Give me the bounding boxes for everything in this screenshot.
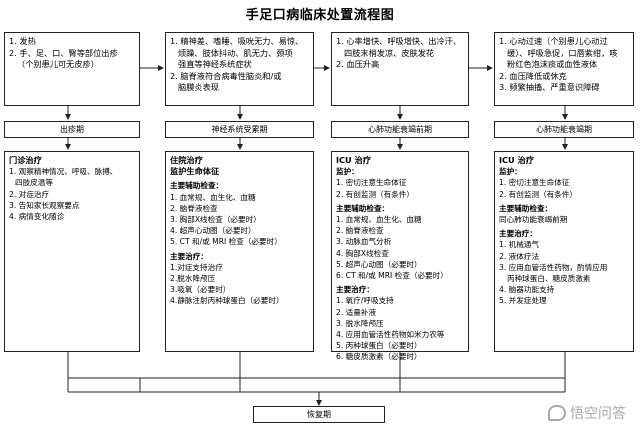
treatment-box-icu: ICU 治疗 监护： 1. 密切注意生命体征 2. 有创监测（有条件） 主要辅助… [494, 151, 634, 352]
stage-precardio: 心肺功能衰竭前期 [331, 121, 469, 138]
section-title: 监护： [499, 167, 522, 177]
symptom-line: 脑膜炎表现 [178, 82, 219, 93]
treatment-line: 2. 脑脊液检查 [336, 226, 384, 236]
treatment-line: 1.对症支持治疗 [170, 262, 223, 272]
treatment-box-outpatient: 门诊治疗 1. 观察精神情况、呼吸、脉搏、 四肢皮温等 2. 对症治疗 3. 告… [4, 151, 140, 352]
treatment-box-icu-pre: ICU 治疗 监护： 1. 密切注意生命体征 2. 有创监测（有条件） 主要辅助… [331, 151, 469, 361]
symptom-line: 2. 脑脊液符合病毒性脑炎和/或 [170, 70, 282, 81]
section-title: 监护： [336, 167, 359, 177]
treatment-line: 2. 液体疗法 [499, 251, 540, 261]
treatment-line: 3. 应用血管活性药物，酌情应用 [499, 262, 608, 272]
treatment-heading: ICU 治疗 [499, 155, 534, 165]
treatment-line: 1. 机械通气 [499, 240, 540, 250]
stage-neuro: 神经系统受累期 [165, 121, 314, 138]
symptom-box-precardio: 1. 心率增快、呼吸增快、出冷汗、 四肢末梢发凉、皮肤发花 2. 血压升高 [331, 32, 469, 106]
page-title: 手足口病临床处置流程图 [245, 8, 395, 23]
stage-rash: 出疹期 [4, 121, 140, 138]
treatment-line: 1. 密切注意生命体征 [336, 178, 407, 188]
treatment-line: 4. 胸部X线检查 [336, 248, 389, 258]
treatment-heading: 住院治疗 [170, 155, 203, 165]
treatment-line: 2. 脑脊液检查 [170, 203, 218, 213]
treatment-line: 四肢皮温等 [15, 178, 53, 188]
treatment-line: 4. 超声心动图（必要时） [170, 226, 256, 236]
section-title: 主要治疗： [336, 285, 374, 295]
treatment-line: 6. 糖皮质激素（必要时） [336, 352, 422, 362]
treatment-line: 5. 丙种球蛋白（必要时） [336, 341, 422, 351]
treatment-line: 2. 有创监测（有条件） [499, 189, 578, 199]
symptom-line: 2. 手、足、口、臀等部位出疹 [9, 47, 118, 58]
treatment-line: 2. 有创监测（有条件） [336, 189, 415, 199]
watermark-text: 悟空问答 [570, 406, 626, 422]
treatment-heading: ICU 治疗 [336, 155, 371, 165]
treatment-line: 1. 血常规、血生化、血糖 [336, 215, 422, 225]
symptom-line: 1. 精神差、嗜睡、吸吮无力、易惊、 [170, 36, 304, 46]
treatment-line: 2. 适量补液 [336, 307, 377, 317]
stage-cardio: 心肺功能衰竭期 [494, 121, 634, 138]
treatment-subheading: 监护生命体征 [170, 166, 220, 177]
treatment-line: 丙种球蛋白、糖皮质激素 [507, 274, 591, 284]
section-title: 主要治疗： [499, 229, 537, 239]
treatment-line: 3. 告知家长观察要点 [9, 200, 80, 210]
section-title: 主要辅助检查： [170, 181, 224, 191]
treatment-line: 3. 脱水降颅压 [336, 318, 384, 328]
symptom-line: 2. 血压升高 [336, 59, 380, 70]
treatment-line: 4. 应用血管活性药物如米力农等 [336, 330, 445, 340]
treatment-line: 4.静脉注射丙种球蛋白（必要时） [170, 296, 284, 306]
treatment-heading: 门诊治疗 [9, 155, 42, 165]
symptom-line: 1. 心动过速（个别患儿心动过 [499, 36, 608, 46]
treatment-line: 5. CT 和/或 MRI 检查（必要时） [170, 237, 282, 247]
section-title: 主要辅助检查： [336, 203, 390, 213]
section-title: 主要治疗： [170, 251, 208, 261]
treatment-line: 2. 对症治疗 [9, 189, 50, 199]
treatment-line: 4. 病情变化随诊 [9, 212, 65, 222]
treatment-line: 2.脱水降颅压 [170, 274, 216, 284]
chat-bubble-icon [548, 405, 566, 421]
symptom-line: 粉红色泡沫痰或血性液体 [507, 59, 598, 70]
symptom-line: 烦躁、肢体抖动、肌无力、颈项 [178, 47, 293, 58]
symptom-line: 2. 血压降低或休克 [499, 70, 567, 81]
section-title: 主要辅助检查： [499, 203, 553, 213]
treatment-box-inpatient: 住院治疗 监护生命体征 主要辅助检查： 1. 血常规、血生化、血糖 2. 脑脊液… [165, 151, 314, 352]
symptom-box-cardio: 1. 心动过速（个别患儿心动过 缓）、呼吸急促，口唇紫绀，咳 粉红色泡沫痰或血性… [494, 32, 634, 106]
treatment-line: 1. 氧疗/呼吸支持 [336, 296, 394, 306]
symptom-line: 四肢末梢发凉、皮肤发花 [344, 47, 435, 58]
treatment-line: 5. 并发症处理 [499, 296, 547, 306]
treatment-line: 3.吸氧（必要时） [170, 285, 231, 295]
treatment-line: 4. 脑器功能支持 [499, 285, 555, 295]
symptom-box-rash: 1. 发热 2. 手、足、口、臀等部位出疹 （个别患儿可无皮疹） [4, 32, 140, 106]
treatment-line: 6. CT 和/或 MRI 检查（必要时） [336, 271, 448, 281]
symptom-line: 1. 心率增快、呼吸增快、出冷汗、 [336, 36, 462, 46]
symptom-line: 强直等神经系统症状 [178, 59, 252, 70]
symptom-box-neuro: 1. 精神差、嗜睡、吸吮无力、易惊、 烦躁、肢体抖动、肌无力、颈项 强直等神经系… [165, 32, 314, 106]
treatment-line: 3. 动脉血气分析 [336, 237, 392, 247]
treatment-line: 5. 超声心动图（必要时） [336, 259, 422, 269]
symptom-line: （个别患儿可无皮疹） [17, 59, 99, 70]
symptom-line: 缓）、呼吸急促，口唇紫绀，咳 [507, 47, 618, 58]
watermark: 悟空问答 [548, 403, 626, 423]
treatment-line: 1. 观察精神情况、呼吸、脉搏、 [9, 167, 118, 177]
treatment-line: 1. 血常规、血生化、血糖 [170, 192, 256, 202]
symptom-line: 1. 发热 [9, 36, 36, 46]
symptom-line: 3. 频繁抽搐、严重意识障碍 [499, 82, 600, 93]
treatment-line: 同心肺功能衰竭前期 [499, 215, 568, 225]
treatment-line: 1. 密切注意生命体征 [499, 178, 570, 188]
treatment-line: 3. 胸部X线检查（必要时） [170, 215, 261, 225]
stage-recovery: 恢复期 [253, 406, 385, 423]
